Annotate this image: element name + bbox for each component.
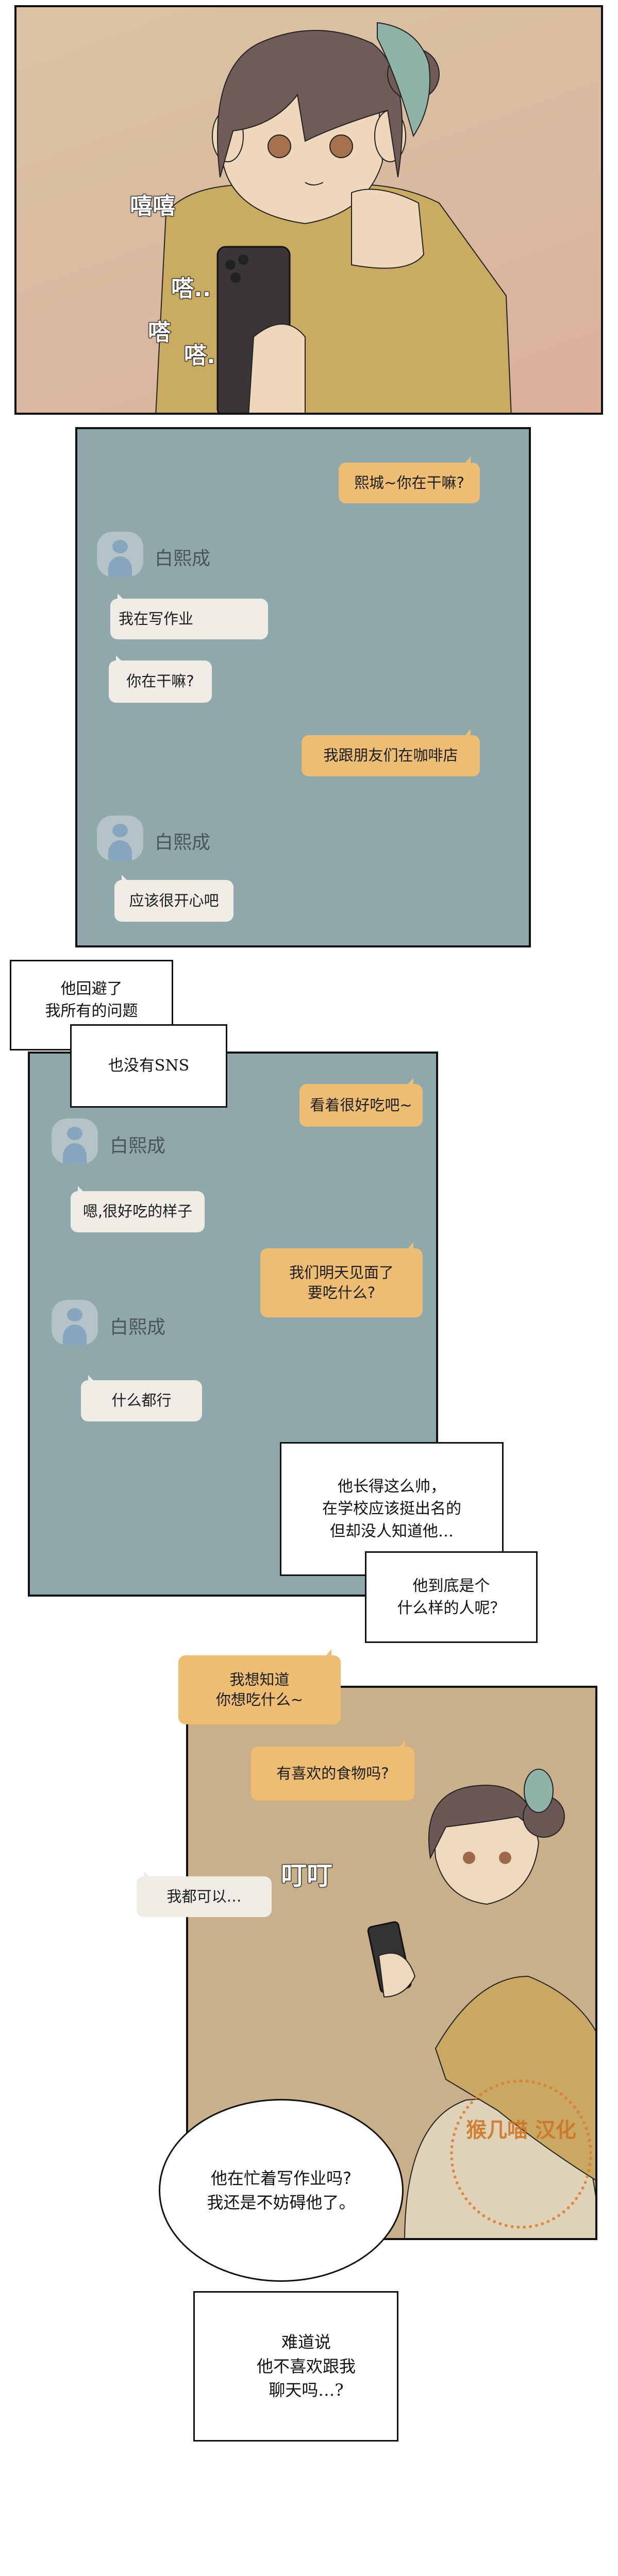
my-message: 我想知道 你想吃什么~ xyxy=(178,1649,341,1724)
panel-chat-2: 看着很好吃吧~ 白熙成 嗯,很好吃的样子 我们明天见面了 要吃什么? 白熙成 什… xyxy=(28,1052,438,1597)
narration-caption: 他到底是个 什么样的人呢？ xyxy=(365,1551,538,1643)
contact-name: 白熙成 xyxy=(155,832,211,853)
their-message: 我都可以… xyxy=(137,1871,272,1917)
my-message: 看着很好吃吧~ xyxy=(299,1078,423,1127)
contact-name: 白熙成 xyxy=(110,1136,166,1157)
contact-avatar-icon xyxy=(52,1300,98,1345)
my-message: 我跟朋友们在咖啡店 xyxy=(302,729,480,776)
my-message: 熙城~你在干嘛? xyxy=(339,456,480,503)
my-message: 有喜欢的食物吗? xyxy=(251,1740,414,1801)
their-message: 应该很开心吧 xyxy=(114,875,233,922)
contact-name: 白熙成 xyxy=(155,548,211,569)
watermark-logo: 猴几喵 汉化 xyxy=(450,2079,592,2229)
panel-chat-1: 熙城~你在干嘛? 白熙成 我在写作业 你在干嘛? 我跟朋友们在咖啡店 白熙成 应… xyxy=(75,427,531,947)
narration-caption: 也没有SNS xyxy=(70,1024,227,1108)
sfx-tap: 嗒 xyxy=(147,319,171,346)
their-message: 你在干嘛? xyxy=(109,655,212,703)
sfx-giggle: 嘻嘻 xyxy=(129,193,176,220)
contact-avatar-icon xyxy=(52,1118,98,1164)
their-message: 嗯,很好吃的样子 xyxy=(71,1186,205,1232)
contact-avatar-icon xyxy=(97,532,143,577)
sfx-tap: 嗒. xyxy=(183,342,216,369)
their-message: 我在写作业 xyxy=(110,594,268,639)
their-message: 什么都行 xyxy=(81,1375,202,1421)
contact-name: 白熙成 xyxy=(110,1317,166,1338)
sfx-tap: 嗒.. xyxy=(171,275,211,302)
contact-avatar-icon xyxy=(97,816,143,861)
narration-caption: 难道说 他不喜欢跟我 聊天吗…? xyxy=(193,2291,398,2442)
girl-illustration xyxy=(155,22,512,413)
my-message: 我们明天见面了 要吃什么? xyxy=(260,1242,423,1317)
panel-girl-closeup: 嘻嘻 嗒.. 嗒 嗒. xyxy=(14,5,603,415)
sfx-ding: 叮叮 xyxy=(280,1860,333,1891)
thought-bubble: 他在忙着写作业吗? 我还是不妨碍他了。 xyxy=(159,2099,404,2282)
